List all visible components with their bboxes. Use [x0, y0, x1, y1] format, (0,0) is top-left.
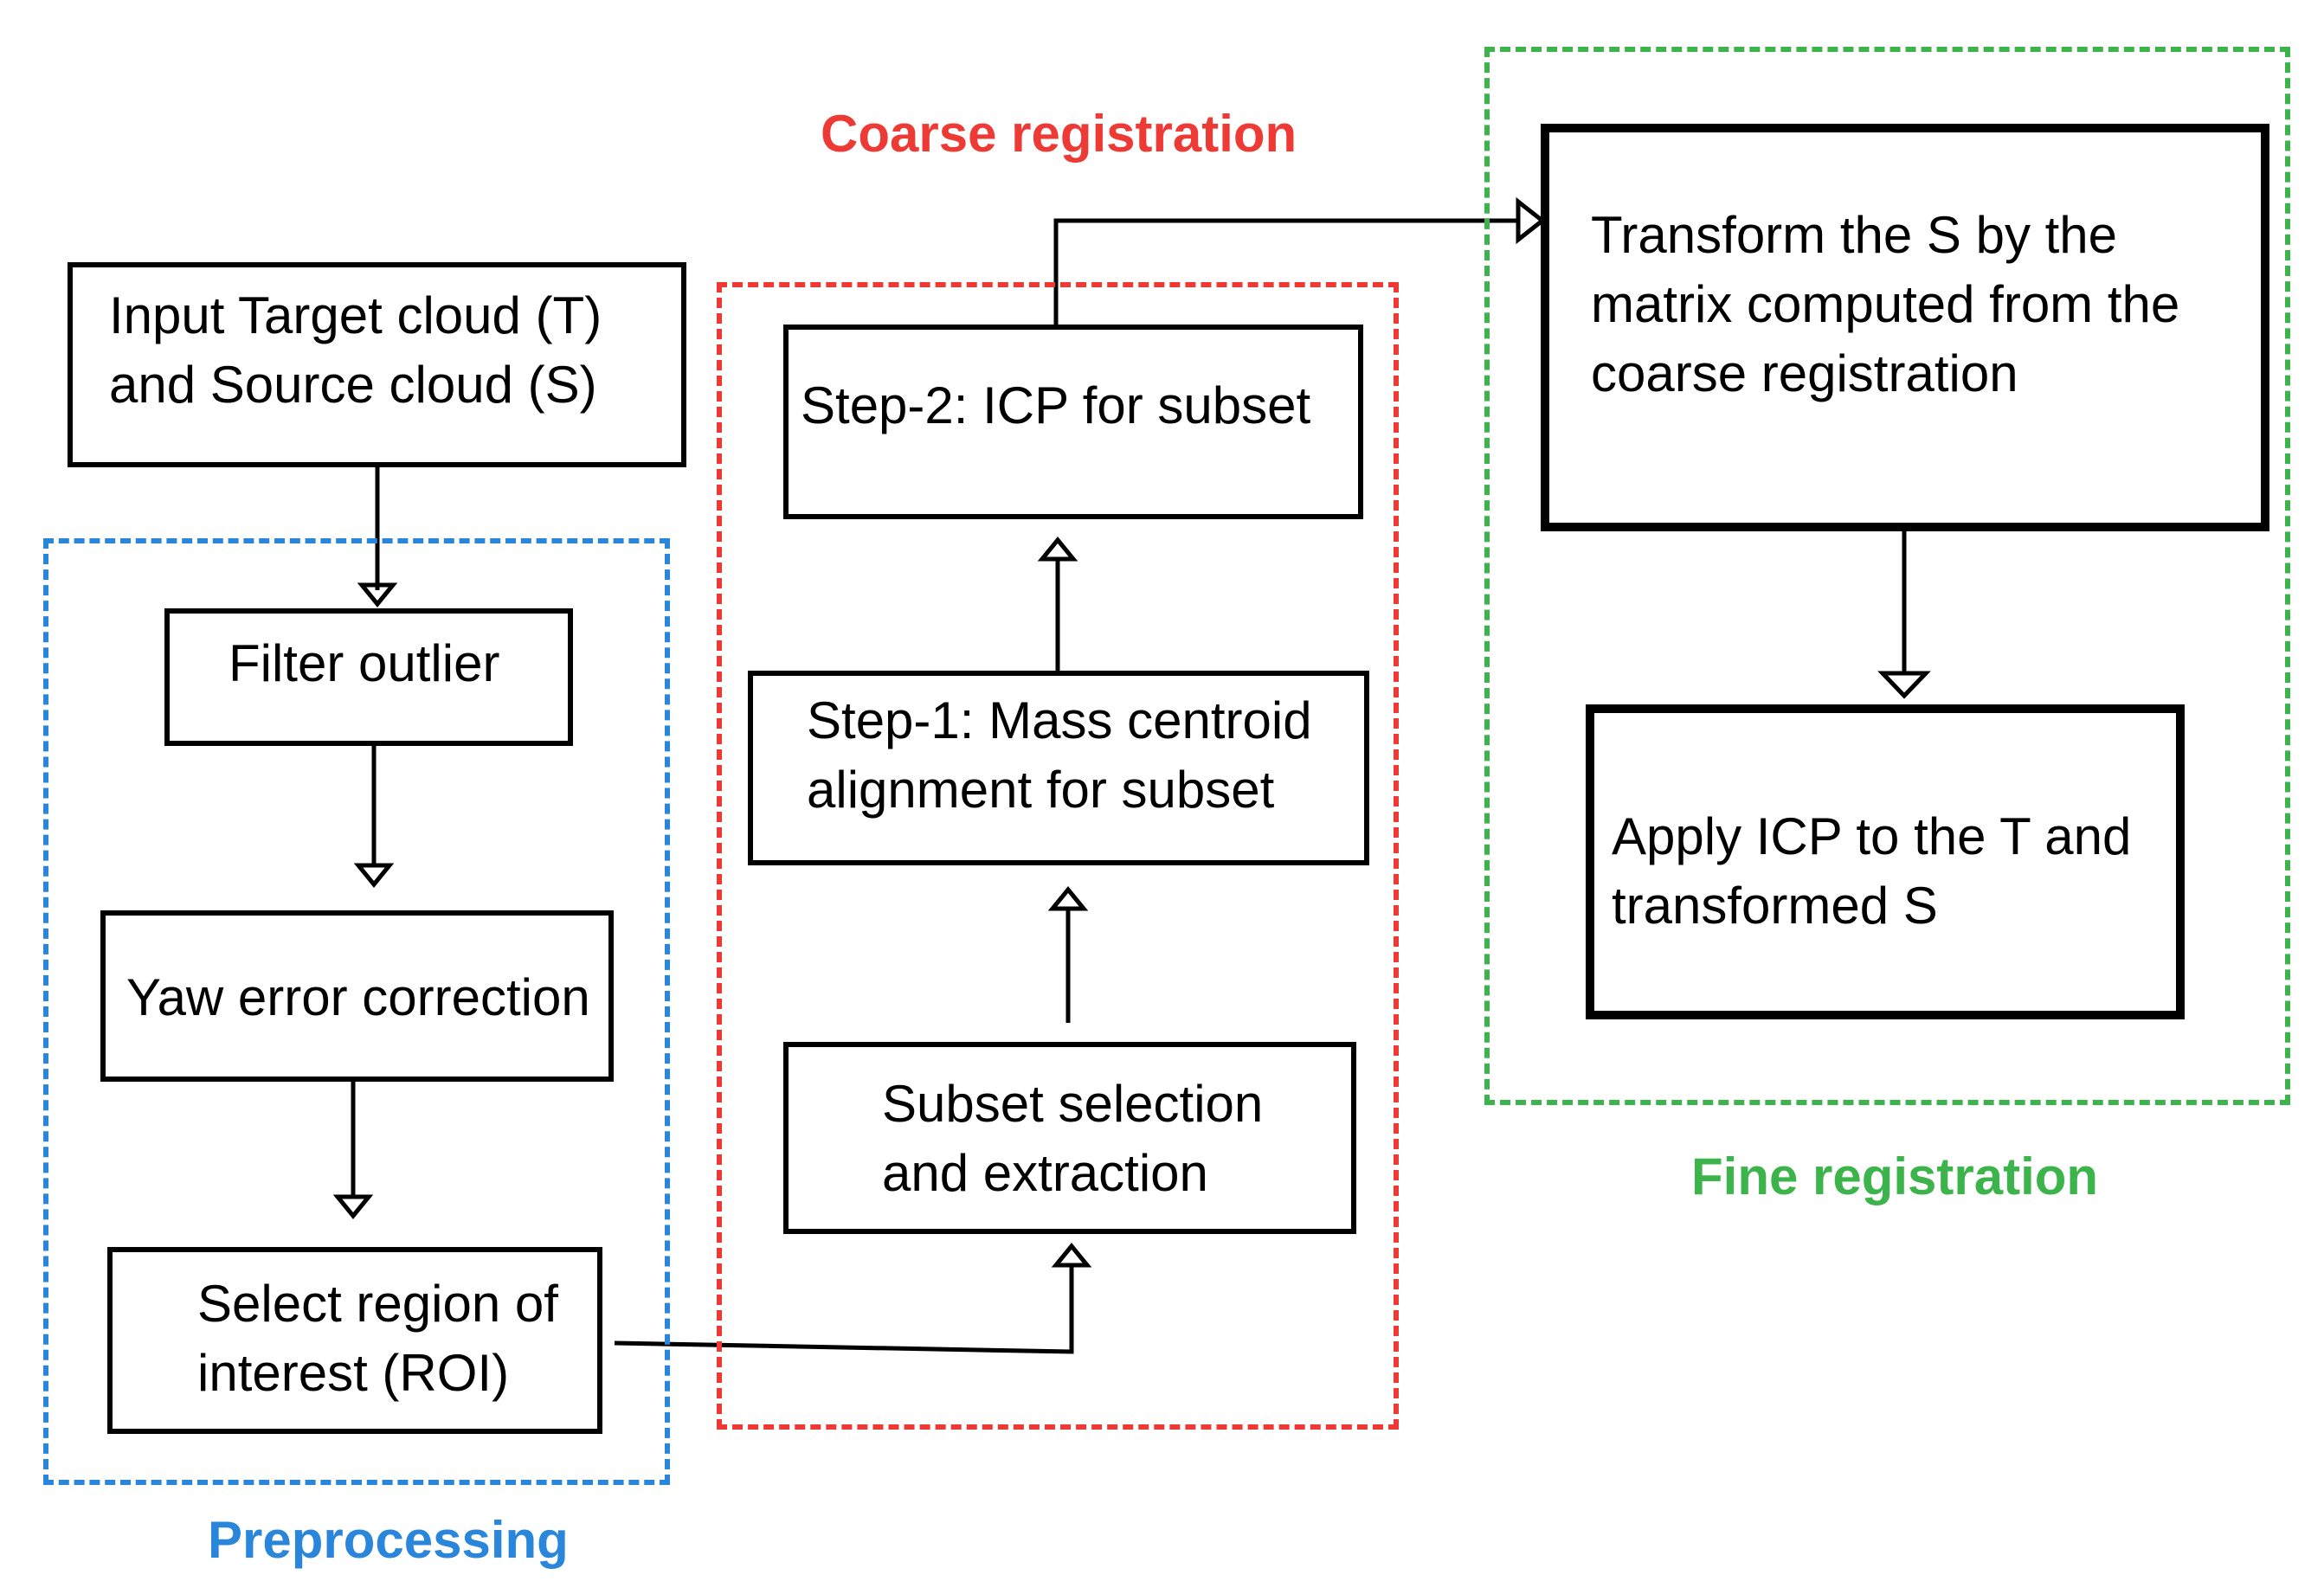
- filter-outlier-box: Filter outlier: [164, 608, 573, 746]
- apply-icp-text: Apply ICP to the T and transformed S: [1612, 807, 2132, 935]
- yaw-correction-box: Yaw error correction: [100, 910, 614, 1082]
- step1-centroid-box: Step-1: Mass centroid alignment for subs…: [748, 671, 1369, 865]
- transform-source-text: Transform the S by the matrix computed f…: [1591, 206, 2180, 402]
- arrowhead-step2: [1037, 537, 1078, 562]
- input-clouds-box: Input Target cloud (T) and Source cloud …: [68, 262, 686, 467]
- arrowhead-yaw: [353, 863, 395, 888]
- preprocessing-group: [43, 538, 670, 1485]
- coarse-registration-group: [717, 282, 1399, 1430]
- step2-icp-box: Step-2: ICP for subset: [783, 325, 1363, 519]
- fine-registration-group: [1484, 47, 2290, 1105]
- arrowhead-subset: [1051, 1243, 1092, 1268]
- arrowhead-roi: [332, 1194, 374, 1219]
- apply-icp-box: Apply ICP to the T and transformed S: [1586, 704, 2185, 1019]
- subset-selection-box: Subset selection and extraction: [783, 1042, 1356, 1234]
- arrowhead-step1: [1047, 886, 1089, 911]
- step1-centroid-text: Step-1: Mass centroid alignment for subs…: [807, 691, 1312, 819]
- arrowhead-filter: [357, 582, 398, 607]
- select-roi-text: Select region of interest (ROI): [197, 1275, 558, 1402]
- filter-outlier-text: Filter outlier: [229, 634, 500, 692]
- edge-step2-transform: [1053, 218, 1516, 325]
- step2-icp-text: Step-2: ICP for subset: [801, 376, 1311, 434]
- input-clouds-text: Input Target cloud (T) and Source cloud …: [109, 286, 602, 414]
- arrowhead-apply: [1877, 671, 1931, 699]
- coarse-registration-label: Coarse registration: [821, 105, 1297, 163]
- edge-roi-subset: [614, 1263, 1074, 1354]
- select-roi-box: Select region of interest (ROI): [107, 1247, 602, 1434]
- yaw-correction-text: Yaw error correction: [126, 968, 590, 1026]
- subset-selection-text: Subset selection and extraction: [882, 1075, 1264, 1202]
- fine-registration-label: Fine registration: [1691, 1147, 2099, 1205]
- arrowhead-transform: [1516, 196, 1547, 245]
- preprocessing-label: Preprocessing: [208, 1511, 569, 1569]
- transform-source-box: Transform the S by the matrix computed f…: [1541, 124, 2269, 531]
